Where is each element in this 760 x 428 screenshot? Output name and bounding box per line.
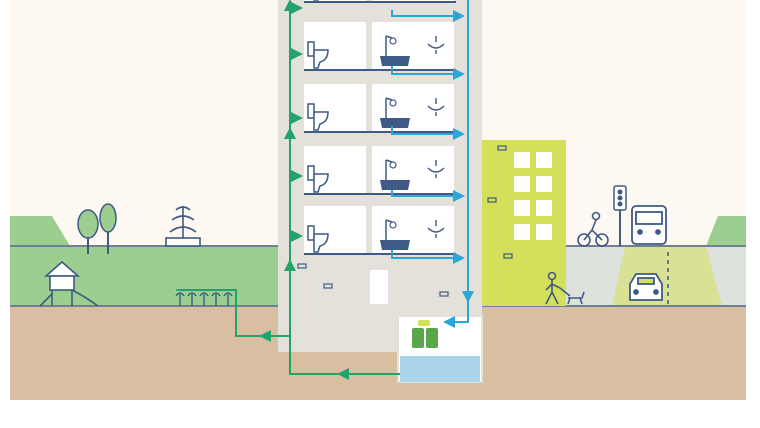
bus-icon <box>631 205 667 245</box>
basement-treatment-room <box>397 315 483 383</box>
neighbouring-building <box>482 140 566 306</box>
bathtub-icon <box>380 97 410 128</box>
bathtub-icon <box>380 35 410 66</box>
floor-3 <box>304 146 456 195</box>
bathtub-icon <box>380 219 410 250</box>
fountain-icon <box>165 206 201 247</box>
greywater-pipes <box>391 0 474 328</box>
traffic-light-icon <box>613 185 627 246</box>
building-door <box>370 270 388 304</box>
pedestrian-with-dog-icon <box>545 271 585 305</box>
bathtub-icon <box>380 159 410 190</box>
sink-icon <box>427 98 445 116</box>
toilet-icon <box>307 165 329 193</box>
park-lawn <box>10 216 746 306</box>
trees-icon <box>77 203 117 254</box>
toilet-icon <box>307 41 329 69</box>
cyclist-icon <box>577 211 609 247</box>
toilet-icon <box>307 225 329 253</box>
building-floors <box>304 0 456 255</box>
floor-4 <box>304 84 456 133</box>
floor-2 <box>304 206 456 255</box>
floor-5 <box>304 22 456 71</box>
sink-icon <box>427 160 445 178</box>
toilet-icon <box>307 103 329 131</box>
storage-tank-icon <box>400 356 480 382</box>
floor-top <box>304 0 456 3</box>
garden-irrigation-icon <box>175 289 236 306</box>
car-icon <box>629 273 663 301</box>
sink-icon <box>427 220 445 238</box>
playground-icon <box>39 260 99 307</box>
treatment-unit-icon <box>412 320 438 348</box>
sink-icon <box>427 36 445 54</box>
